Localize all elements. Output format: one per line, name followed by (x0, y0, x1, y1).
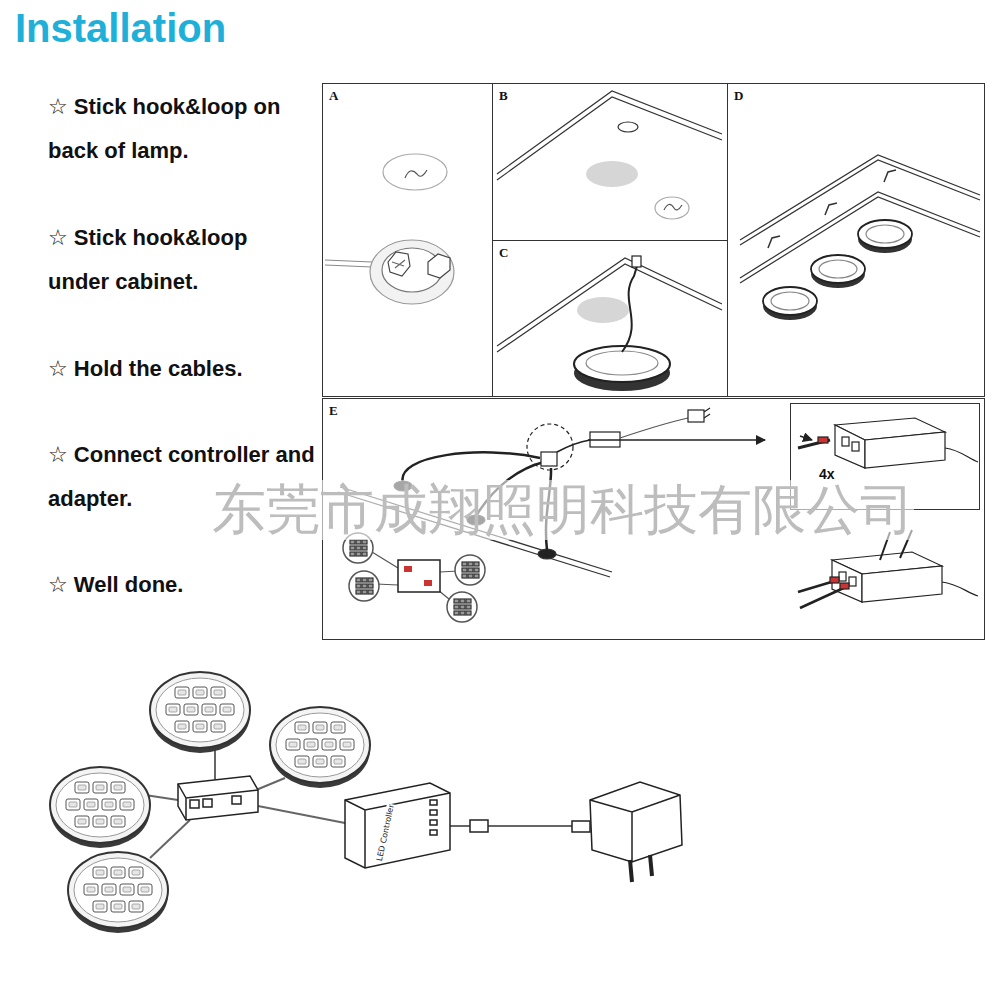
panel-letter: C (499, 245, 508, 261)
panel-c: C (492, 240, 728, 397)
panel-letter: A (329, 88, 338, 104)
panel-b: B (492, 83, 728, 241)
watermark: 东莞市成翔照明科技有限公司 (212, 480, 914, 540)
panel-a: A (322, 83, 493, 397)
panel-letter: D (734, 88, 743, 104)
panel-letter: B (499, 88, 508, 104)
step-text: ☆ Well done. (48, 563, 308, 607)
panel-d: D (727, 83, 985, 397)
step-text: ☆ Hold the cables. (48, 347, 318, 391)
panel-letter: E (329, 403, 338, 419)
title: Installation (15, 6, 226, 51)
step-text: ☆ Stick hook&loop under cabinet. (48, 216, 293, 304)
step-text: ☆ Stick hook&loop on back of lamp. (48, 85, 293, 173)
